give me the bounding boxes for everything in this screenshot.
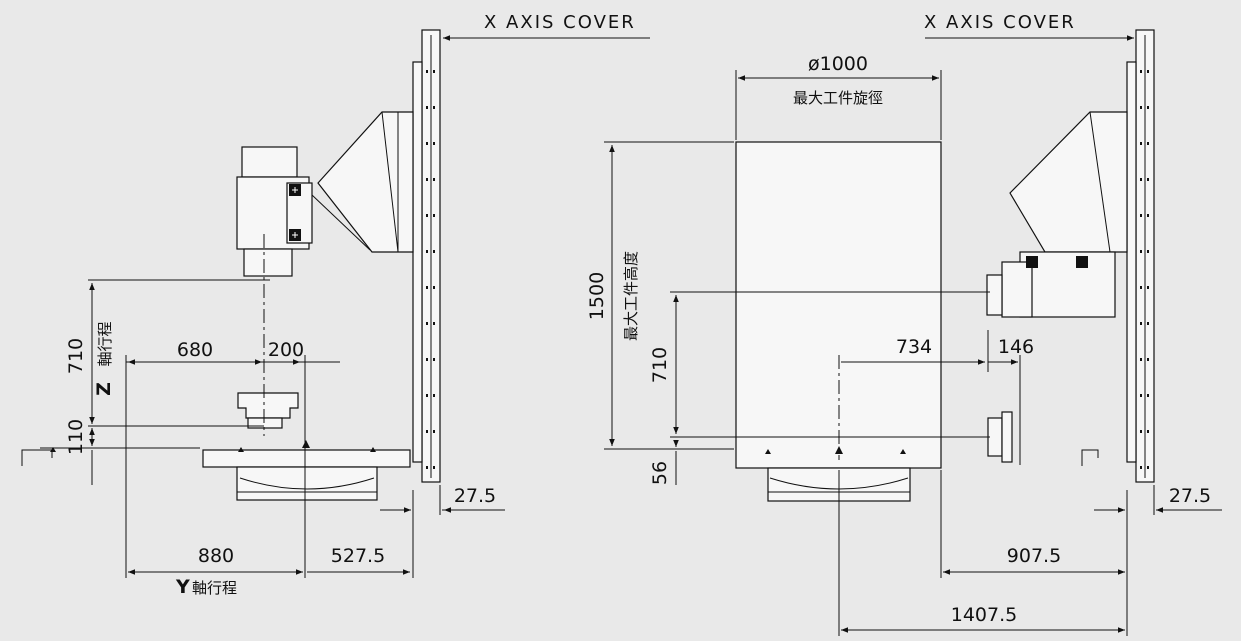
column-rivet-mark — [1147, 142, 1149, 145]
column-rivet-mark — [426, 430, 428, 433]
column-rivet-mark — [433, 322, 435, 325]
column-rivet-mark — [1147, 250, 1149, 253]
column-rivet-mark — [1140, 106, 1142, 109]
right-height-label: 最大工件高度 — [622, 251, 640, 341]
column-rivet-mark — [433, 106, 435, 109]
left-200-value: 200 — [268, 339, 304, 361]
column-rivet-mark — [1147, 394, 1149, 397]
left-110-value: 110 — [65, 419, 87, 455]
right-56-value: 56 — [649, 461, 671, 485]
left-spindle-arm — [317, 111, 414, 253]
column-rivet-mark — [1147, 358, 1149, 361]
column-rivet-mark — [1147, 466, 1149, 469]
right-146-value: 146 — [998, 336, 1034, 358]
right-spindle-lower — [987, 411, 1013, 463]
left-spindle-lower — [237, 392, 299, 429]
left-880-value: 880 — [198, 545, 234, 567]
left-z-axis-label: 軸行程 — [96, 321, 114, 366]
left-y-axis-label: 軸行程 — [192, 579, 237, 597]
left-column — [412, 29, 441, 483]
column-rivet-mark — [433, 214, 435, 217]
column-rivet-mark — [433, 70, 435, 73]
column-rivet-mark — [1140, 214, 1142, 217]
left-z-710-value: 710 — [65, 338, 87, 374]
column-rivet-mark — [1140, 430, 1142, 433]
right-710-value: 710 — [649, 347, 671, 383]
column-rivet-mark — [1140, 286, 1142, 289]
column-rivet-mark — [426, 250, 428, 253]
column-rivet-mark — [1140, 322, 1142, 325]
column-rivet-mark — [433, 430, 435, 433]
column-rivet-mark — [1140, 358, 1142, 361]
column-rivet-mark — [1140, 250, 1142, 253]
column-rivet-mark — [1140, 70, 1142, 73]
right-diameter-label: 最大工件旋徑 — [793, 89, 883, 107]
column-rivet-mark — [1147, 430, 1149, 433]
column-rivet-mark — [1140, 394, 1142, 397]
column-rivet-mark — [426, 466, 428, 469]
right-27-5-value: 27.5 — [1169, 485, 1211, 507]
right-workpiece-envelope — [735, 141, 942, 469]
column-rivet-mark — [433, 178, 435, 181]
column-rivet-mark — [426, 70, 428, 73]
right-907-5-value: 907.5 — [1007, 545, 1061, 567]
left-x-axis-cover-label: X AXIS COVER — [484, 12, 636, 33]
column-rivet-mark — [433, 466, 435, 469]
column-rivet-mark — [433, 142, 435, 145]
right-x-axis-cover-label: X AXIS COVER — [924, 12, 1076, 33]
column-rivet-mark — [1147, 70, 1149, 73]
left-table — [202, 440, 411, 501]
column-rivet-mark — [1140, 466, 1142, 469]
left-view — [21, 29, 650, 578]
column-rivet-mark — [426, 322, 428, 325]
column-rivet-mark — [1140, 178, 1142, 181]
left-680-value: 680 — [177, 339, 213, 361]
column-rivet-mark — [433, 250, 435, 253]
column-rivet-mark — [1147, 106, 1149, 109]
left-27-5-value: 27.5 — [454, 485, 496, 507]
left-z-axis-letter: Z — [93, 382, 115, 396]
column-rivet-mark — [433, 286, 435, 289]
right-diameter-value: ø1000 — [808, 53, 868, 75]
column-rivet-mark — [1147, 322, 1149, 325]
column-rivet-mark — [426, 142, 428, 145]
column-rivet-mark — [426, 106, 428, 109]
column-rivet-mark — [433, 358, 435, 361]
column-rivet-mark — [426, 286, 428, 289]
right-spindle-housing — [986, 111, 1128, 318]
column-rivet-mark — [426, 214, 428, 217]
right-column — [1126, 29, 1155, 483]
column-rivet-mark — [1140, 142, 1142, 145]
left-y-axis-letter: Y — [175, 576, 190, 598]
column-rivet-mark — [426, 178, 428, 181]
right-1500-value: 1500 — [586, 272, 608, 320]
right-view — [604, 29, 1222, 636]
left-spindle-head — [236, 146, 371, 277]
column-rivet-mark — [1147, 286, 1149, 289]
column-rivet-mark — [433, 394, 435, 397]
column-rivet-mark — [1147, 178, 1149, 181]
right-734-value: 734 — [896, 336, 932, 358]
left-527-5-value: 527.5 — [331, 545, 385, 567]
column-rivet-mark — [426, 358, 428, 361]
column-rivet-mark — [426, 394, 428, 397]
column-rivet-mark — [1147, 214, 1149, 217]
right-1407-5-value: 1407.5 — [951, 604, 1017, 626]
